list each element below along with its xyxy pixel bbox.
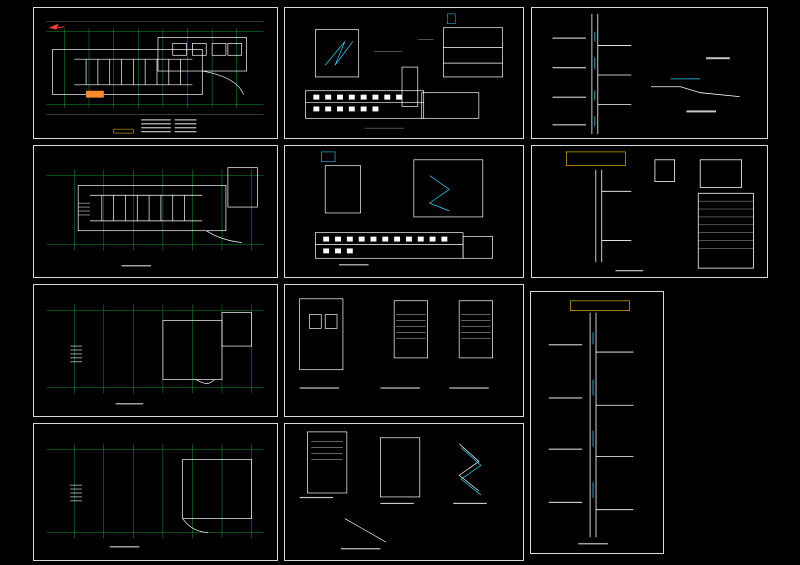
sheet-stair-sections[interactable]	[284, 423, 524, 561]
third-floor-plan-drawing	[46, 304, 264, 405]
sheet-wall-section-tall[interactable]	[530, 291, 664, 554]
stair-details-drawing	[299, 298, 493, 389]
sheet-wall-section-top[interactable]	[531, 7, 768, 139]
sheet-first-floor-plan[interactable]	[33, 7, 278, 139]
sheet-elevations-top[interactable]	[284, 7, 524, 139]
second-floor-plan-drawing	[46, 167, 264, 267]
sheet-roof-plan[interactable]	[33, 423, 278, 561]
stair-sections-drawing	[299, 431, 487, 550]
roof-plan-drawing	[46, 443, 264, 548]
sheet-stair-details[interactable]	[284, 284, 524, 417]
wall-section-drawing	[552, 13, 740, 135]
sheet-second-floor-plan[interactable]	[33, 145, 278, 278]
first-floor-plan-drawing	[46, 21, 264, 134]
sheet-third-floor-plan[interactable]	[33, 284, 278, 417]
sheet-wall-section-middle[interactable]	[531, 145, 768, 278]
wall-section-middle-drawing	[565, 151, 754, 272]
sheet-elevations-middle[interactable]	[284, 145, 524, 278]
elevation-section-drawing	[305, 13, 503, 129]
elevation-middle-drawing	[315, 151, 493, 266]
wall-section-tall-drawing	[548, 300, 634, 545]
